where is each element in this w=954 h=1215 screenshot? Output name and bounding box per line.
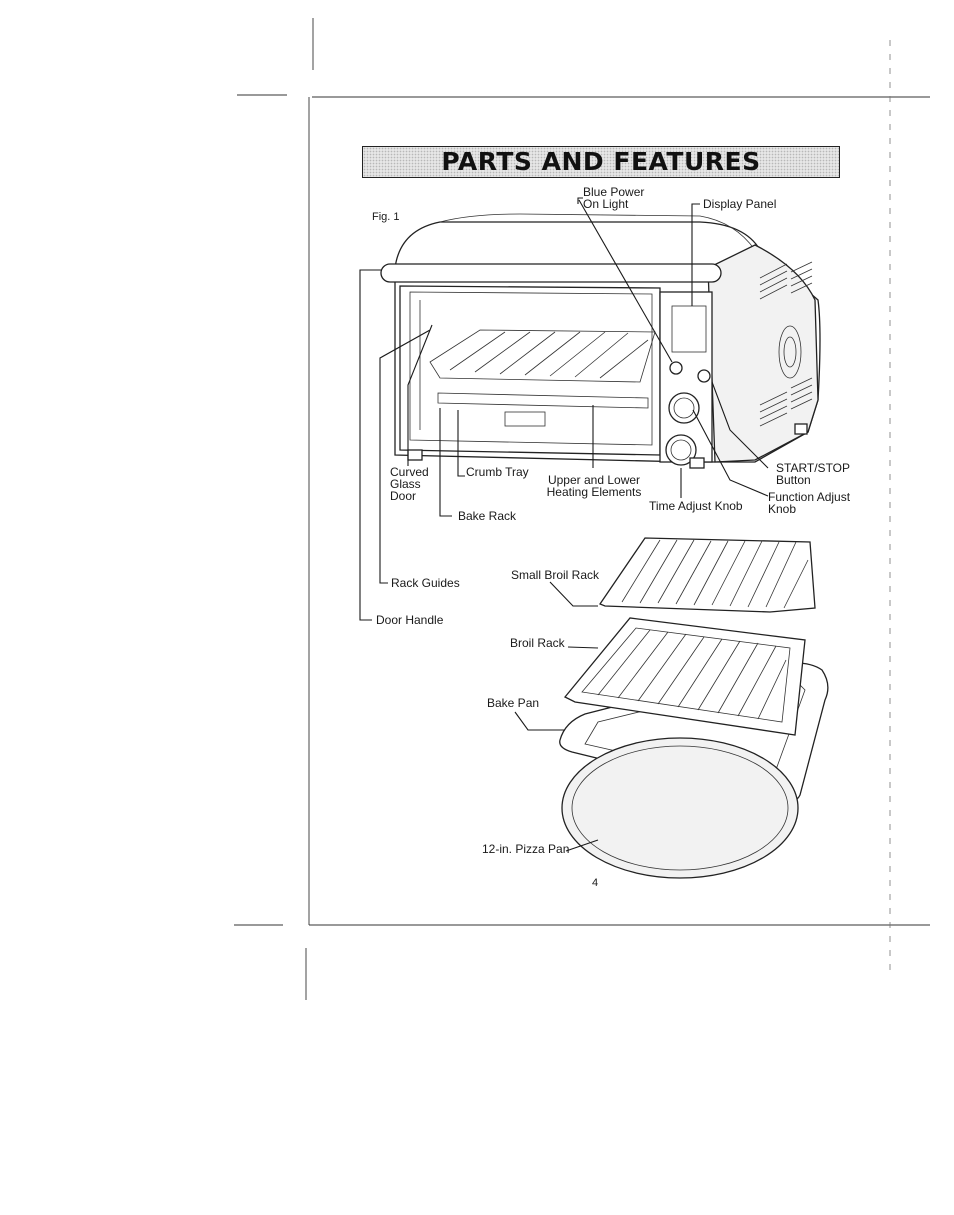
- label-crumb-tray: Crumb Tray: [466, 465, 529, 479]
- label-rack-guides: Rack Guides: [391, 576, 460, 590]
- label-curved-line3: Door: [390, 489, 417, 503]
- page-number: 4: [592, 877, 599, 889]
- label-blue-power-line1: Blue Power: [583, 185, 645, 199]
- title-banner: PARTS AND FEATURES: [362, 146, 840, 178]
- label-blue-power-line2: On Light: [583, 197, 629, 211]
- label-time-adjust: Time Adjust Knob: [649, 499, 743, 513]
- label-door-handle: Door Handle: [376, 613, 444, 627]
- label-pizza-pan: 12-in. Pizza Pan: [482, 842, 570, 856]
- label-heating-line1: Upper and Lower: [547, 473, 641, 487]
- label-curved-line1: Curved: [390, 465, 429, 479]
- label-heating-line2: Heating Elements: [546, 485, 642, 499]
- label-small-broil-rack: Small Broil Rack: [511, 568, 600, 582]
- label-bake-pan: Bake Pan: [487, 696, 540, 710]
- label-curved-line2: Glass: [390, 477, 421, 491]
- label-start-stop-line1: START/STOP: [776, 461, 851, 475]
- page-title: PARTS AND FEATURES: [441, 147, 761, 176]
- label-display-panel: Display Panel: [703, 197, 777, 211]
- label-bake-rack: Bake Rack: [458, 509, 517, 523]
- figure-label: Fig. 1: [372, 211, 400, 223]
- label-broil-rack: Broil Rack: [510, 636, 565, 650]
- label-function-adjust-line1: Function Adjust: [768, 490, 851, 504]
- label-function-adjust-line2: Knob: [768, 502, 797, 516]
- label-start-stop-line2: Button: [776, 473, 811, 487]
